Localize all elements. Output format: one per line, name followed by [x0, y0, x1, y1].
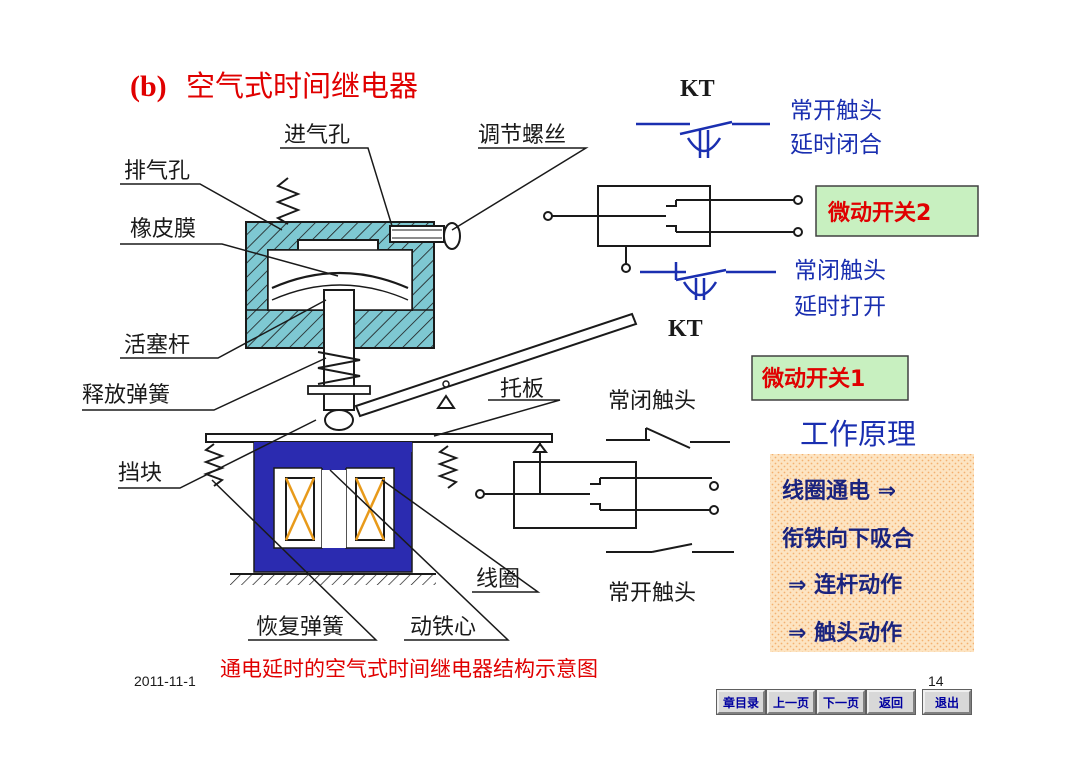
figure-caption: 通电延时的空气式时间继电器结构示意图: [220, 657, 598, 681]
label-coil: 线圈: [476, 567, 520, 592]
footer-date: 2011-11-1: [134, 673, 196, 689]
delay-open-contact-symbol: [640, 262, 776, 300]
adjust-screw: [389, 222, 461, 250]
label-armature: 动铁心: [410, 615, 476, 640]
nav-exit-button[interactable]: 退出: [922, 689, 972, 715]
principle-line-2: 衔铁向下吸合: [782, 526, 915, 552]
label-return-spring: 恢复弹簧: [256, 615, 344, 640]
nav-prev-button[interactable]: 上一页: [766, 689, 816, 715]
nav-bar: 章目录 上一页 下一页 返回 退出: [716, 689, 972, 715]
microswitch2-label: 微动开关2: [827, 200, 931, 226]
page-title: 空气式时间继电器: [186, 69, 418, 103]
kt-label-top: KT: [680, 76, 715, 102]
title-prefix: (b): [130, 70, 167, 103]
nav-next-button[interactable]: 下一页: [816, 689, 866, 715]
principle-line-1: 线圈通电 ⇒: [782, 478, 896, 504]
principle-title: 工作原理: [800, 417, 916, 451]
label-membrane: 橡皮膜: [130, 217, 196, 242]
return-spring-right: [437, 445, 459, 489]
no-contact-symbol: [606, 543, 734, 553]
page-number: 14: [928, 673, 944, 689]
nav-back-button[interactable]: 返回: [866, 689, 916, 715]
delay-close-line1: 常开触头: [790, 98, 882, 124]
principle-line-4: ⇒ 触头动作: [788, 620, 902, 646]
principle-line-3: ⇒ 连杆动作: [788, 572, 902, 598]
delay-open-line2: 延时打开: [794, 294, 886, 320]
microswitch1-body: [475, 442, 719, 529]
microswitch1-label: 微动开关1: [761, 366, 865, 392]
exhaust-spring: [275, 177, 301, 225]
microswitch1-tag: [751, 355, 909, 401]
delay-open-line1: 常闭触头: [794, 258, 886, 284]
air-chamber-housing: [245, 221, 435, 431]
nav-chapter-toc-button[interactable]: 章目录: [716, 689, 766, 715]
label-nc-contact: 常闭触头: [608, 389, 696, 414]
tray-plate: [205, 433, 553, 443]
label-adjust-screw: 调节螺丝: [478, 123, 566, 148]
label-piston-rod: 活塞杆: [124, 333, 190, 358]
kt-label-bottom: KT: [668, 316, 703, 342]
delay-close-contact-symbol: [636, 120, 770, 158]
ground: [230, 573, 436, 585]
linkage-lever: [354, 312, 638, 418]
label-intake: 进气孔: [284, 123, 350, 148]
microswitch2-body: [543, 185, 803, 273]
label-release-spring: 释放弹簧: [82, 383, 170, 408]
label-no-contact: 常开触头: [608, 581, 696, 606]
delay-close-line2: 延时闭合: [790, 132, 882, 158]
label-tray: 托板: [500, 377, 544, 402]
label-exhaust: 排气孔: [124, 159, 190, 184]
return-spring-left: [203, 443, 225, 487]
electromagnet: [253, 441, 413, 573]
nc-contact-symbol: [606, 427, 730, 449]
principle-box: [770, 454, 974, 652]
microswitch2-tag: [815, 185, 979, 237]
label-stopper: 挡块: [118, 461, 162, 486]
leader-lines: [82, 147, 589, 641]
